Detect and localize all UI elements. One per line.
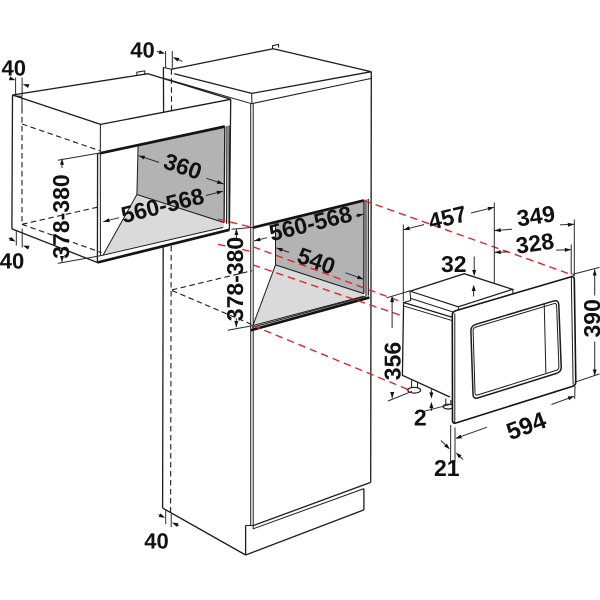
svg-text:328: 328: [514, 228, 556, 259]
svg-text:378-380: 378-380: [222, 237, 248, 321]
svg-text:378-380: 378-380: [48, 174, 74, 258]
svg-text:2: 2: [414, 405, 427, 431]
svg-text:40: 40: [1, 55, 25, 80]
svg-text:40: 40: [130, 37, 154, 62]
svg-text:390: 390: [579, 299, 600, 337]
svg-text:40: 40: [144, 528, 168, 553]
svg-text:21: 21: [434, 455, 460, 481]
svg-text:349: 349: [515, 200, 557, 231]
svg-text:356: 356: [380, 342, 406, 380]
svg-text:40: 40: [0, 248, 24, 273]
svg-text:32: 32: [441, 251, 467, 277]
